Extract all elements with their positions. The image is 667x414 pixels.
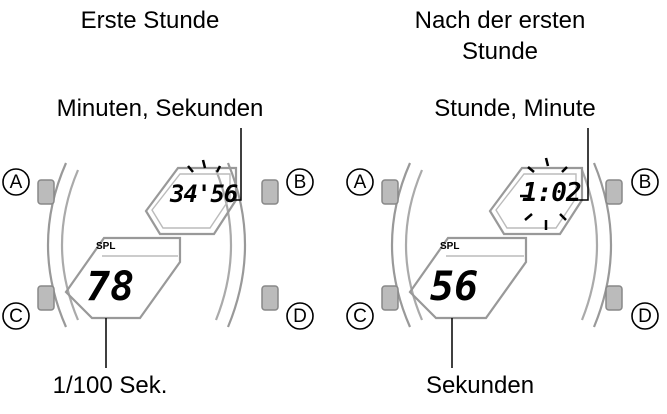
- right-letter-a: A: [354, 172, 367, 193]
- left-letter-c: C: [9, 306, 23, 327]
- right-spl-indicator: SPL: [440, 241, 460, 252]
- flash-rays-icon: [520, 157, 568, 230]
- left-letter-b: B: [294, 172, 307, 193]
- left-button-d-stem: [261, 285, 279, 311]
- left-case-outline: [46, 162, 68, 328]
- left-top-label: Minuten, Sekunden: [56, 95, 264, 122]
- left-button-c-icon: [2, 302, 30, 330]
- left-letter-a: A: [10, 172, 23, 193]
- right-letter-c: C: [353, 306, 367, 327]
- right-button-b-stem: [605, 179, 623, 205]
- right-bottom-label: Sekunden: [425, 372, 535, 399]
- right-button-c-icon: [346, 302, 374, 330]
- left-top-leader-line: [232, 128, 242, 201]
- right-letter-d: D: [638, 306, 652, 327]
- right-button-d-stem: [605, 285, 623, 311]
- right-top-leader-line: [577, 128, 589, 201]
- right-button-c-stem: [381, 285, 399, 311]
- left-button-b-stem: [261, 179, 279, 205]
- right-top-label: Stunde, Minute: [434, 95, 596, 122]
- left-button-b-icon: [286, 168, 314, 196]
- left-spl-indicator: SPL: [96, 241, 116, 252]
- right-button-b-icon: [631, 168, 659, 196]
- flash-rays-icon: [187, 159, 222, 173]
- right-button-a-icon: [346, 168, 374, 196]
- left-letter-d: D: [293, 306, 307, 327]
- left-button-c-stem: [37, 285, 55, 311]
- right-case-outline: [390, 162, 412, 328]
- left-upper-display-digits: 34'56: [170, 180, 238, 208]
- left-watch: [46, 162, 247, 328]
- left-bottom-label: 1/100 Sek.: [52, 372, 168, 399]
- left-button-a-icon: [2, 168, 30, 196]
- left-button-a-stem: [37, 179, 55, 205]
- left-title: Erste Stunde: [80, 7, 220, 34]
- right-title-line1: Nach der ersten: [414, 7, 586, 34]
- right-letter-b: B: [639, 172, 652, 193]
- right-lower-display-frame: [408, 236, 528, 320]
- right-upper-display-digits: 1:02: [522, 178, 582, 208]
- right-button-d-icon: [631, 302, 659, 330]
- left-lower-display-frame: [64, 236, 182, 320]
- right-button-a-stem: [381, 179, 399, 205]
- left-button-d-icon: [286, 302, 314, 330]
- left-lower-display-digits: 78: [86, 264, 135, 310]
- right-lower-display-digits: 56: [430, 264, 479, 310]
- right-title-line2: Stunde: [461, 38, 539, 65]
